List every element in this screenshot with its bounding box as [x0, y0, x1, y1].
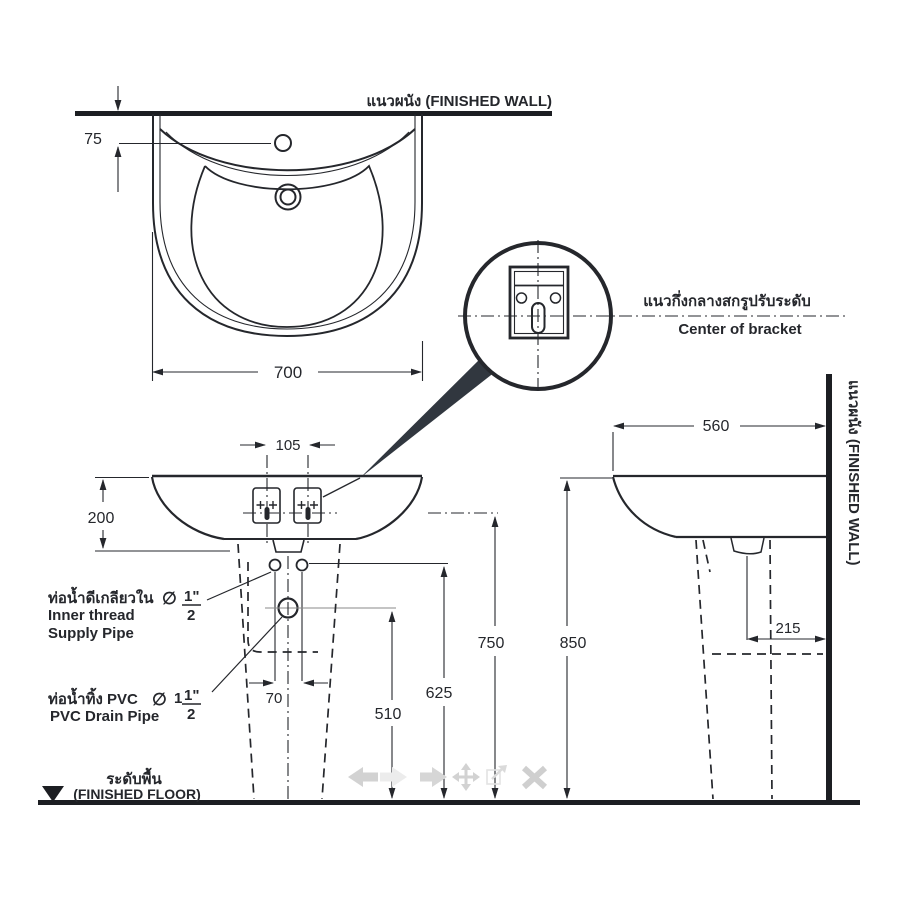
basin-front-lip-outer: [159, 128, 416, 172]
drain-hole-outer: [274, 183, 302, 211]
side-elevation: 560 215 แนวผนัง (FINISHED WALL): [611, 374, 862, 804]
dim-850: 850: [560, 477, 612, 799]
top-view-basin: แนวผนัง (FINISHED WALL) 75 700: [75, 86, 552, 382]
dim-75: 75: [84, 86, 271, 192]
dim-75-value: 75: [84, 131, 102, 148]
top-wall-line: [75, 111, 552, 116]
diameter-icon: ∅: [162, 589, 177, 608]
dim-105: 105: [240, 437, 335, 454]
dim-70: 70: [249, 679, 328, 707]
move-icon: [452, 763, 480, 791]
top-wall-label: แนวผนัง (FINISHED WALL): [366, 93, 552, 110]
pan-right-icon: [420, 767, 447, 787]
level-marker-icon: [42, 786, 64, 802]
close-icon: [521, 765, 548, 790]
bracket-detail: แนวกึ่งกลางสกรูปรับระดับ Center of brack…: [322, 240, 845, 498]
drain-size-denominator: 2: [187, 706, 195, 723]
drain-pipe-label: ท่อน้ำทิ้ง PVC ∅ 1 1" 2 PVC Drain Pipe: [48, 687, 201, 725]
floor-label-thai: ระดับพื้น: [106, 767, 162, 788]
dim-750-value: 750: [478, 635, 505, 652]
faucet-hole: [274, 134, 292, 152]
dim-700-value: 700: [274, 363, 302, 382]
drain-label-thai: ท่อน้ำทิ้ง PVC: [48, 687, 138, 708]
supply-size-numerator: 1": [184, 588, 199, 605]
bracket-label-en: Center of bracket: [678, 321, 801, 338]
supply-label-en2: Supply Pipe: [48, 625, 134, 642]
watermark-icons: [348, 763, 548, 791]
floor-line: [38, 800, 860, 805]
supply-size-denominator: 2: [187, 607, 195, 624]
resize-icon: [486, 765, 507, 785]
basin-front-lip-inner: [165, 131, 410, 177]
dim-510: 510: [375, 611, 402, 799]
drain-hole-inner: [279, 188, 297, 206]
dim-560-value: 560: [703, 418, 730, 435]
basin-outer-edge: [152, 114, 423, 338]
dim-215-value: 215: [775, 620, 800, 637]
front-left-side: [150, 476, 225, 541]
dim-215: 215: [747, 620, 826, 643]
diameter-icon: ∅: [152, 690, 167, 709]
dim-200: 200: [88, 476, 230, 552]
supply-label-thai: ท่อน้ำดีเกลียวใน: [48, 586, 154, 607]
dim-560: 560: [612, 418, 826, 471]
front-right-side: [355, 476, 424, 541]
pan-left-icon: [348, 767, 378, 787]
front-drain-stub: [272, 539, 305, 553]
basin-bowl: [190, 164, 384, 328]
front-brackets: [252, 487, 322, 524]
bracket-label-thai: แนวกึ่งกลางสกรูปรับระดับ: [643, 290, 811, 311]
drain-label-en: PVC Drain Pipe: [50, 708, 159, 725]
supply-pipe-right: [295, 558, 309, 572]
dim-750: 750: [478, 516, 505, 799]
pan-right-light-icon: [380, 767, 407, 787]
dim-625-value: 625: [426, 685, 453, 702]
dim-700: 700: [151, 232, 424, 382]
drain-size-whole: 1: [174, 690, 182, 707]
dim-510-value: 510: [375, 706, 402, 723]
front-pedestal: [237, 543, 341, 800]
dim-200-value: 200: [88, 510, 115, 527]
right-wall-line: [826, 374, 832, 804]
vertical-dimensions: 510 625 750 850: [375, 477, 612, 799]
drain-size-numerator: 1": [184, 687, 199, 704]
magnifier-pointer-icon: [360, 355, 500, 478]
front-elevation: 105 200 70: [48, 437, 448, 800]
supply-label-en1: Inner thread: [48, 607, 135, 624]
right-wall-label: แนวผนัง (FINISHED WALL): [845, 380, 862, 566]
floor: ระดับพื้น (FINISHED FLOOR): [38, 767, 860, 805]
dim-105-value: 105: [275, 437, 300, 454]
dim-625: 625: [426, 566, 453, 799]
bracket-drawing: [508, 265, 570, 340]
basin-rim-inner-edge: [159, 114, 416, 330]
side-drain-outlet: [730, 537, 765, 555]
dim-850-value: 850: [560, 635, 587, 652]
side-front-curve: [611, 476, 677, 539]
side-pedestal: [695, 539, 823, 800]
dim-70-value: 70: [266, 690, 283, 707]
supply-pipe-left: [268, 558, 282, 572]
supply-pipe-label: ท่อน้ำดีเกลียวใน ∅ 1" 2 Inner thread Sup…: [48, 586, 201, 642]
floor-label-en: (FINISHED FLOOR): [73, 786, 201, 802]
